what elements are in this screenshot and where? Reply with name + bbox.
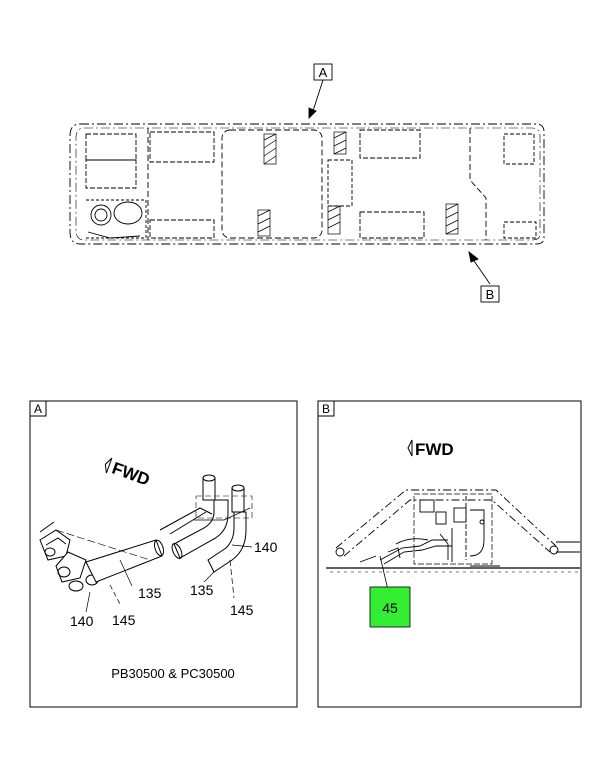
callout-a-box: [313, 63, 333, 81]
steering-wheel: [90, 204, 112, 226]
detail-a-hose-assembly: [39, 474, 253, 613]
bus-outline: [69, 123, 545, 245]
bus-overview: [69, 79, 545, 285]
callout-b-box: [480, 285, 500, 303]
detail-a-panel: A FWD: [29, 400, 298, 708]
hatched-components: [257, 131, 459, 237]
detail-b-engine-bay: [326, 489, 580, 591]
detail-a-part-140-right: 140: [254, 539, 278, 555]
detail-a-part-135-right: 135: [190, 582, 214, 598]
detail-a-fwd-label: FWD: [109, 459, 152, 490]
detail-a-caption: PB30500 & PC30500: [111, 666, 235, 681]
detail-a-tag: A: [34, 402, 42, 416]
fwd-arrow-icon: [407, 439, 413, 457]
detail-b-tag: B: [322, 402, 330, 416]
callout-a-label: A: [319, 65, 328, 80]
detail-b-fwd-label: FWD: [415, 440, 454, 459]
detail-b-part-45-label: 45: [382, 600, 398, 616]
callout-b-label: B: [486, 287, 495, 302]
detail-a-part-140-left: 140: [70, 613, 94, 629]
detail-a-part-135-left: 135: [138, 585, 162, 601]
fwd-arrow-icon: [104, 457, 113, 474]
detail-b-fwd-indicator: FWD: [407, 439, 454, 459]
detail-a-fwd-indicator: FWD: [104, 457, 152, 490]
detail-b-panel: B FWD: [317, 400, 582, 708]
detail-b-part-45-highlight[interactable]: [369, 586, 411, 628]
detail-a-part-145-left: 145: [112, 612, 136, 628]
detail-a-part-145-right: 145: [230, 602, 254, 618]
center-section: [221, 129, 323, 239]
